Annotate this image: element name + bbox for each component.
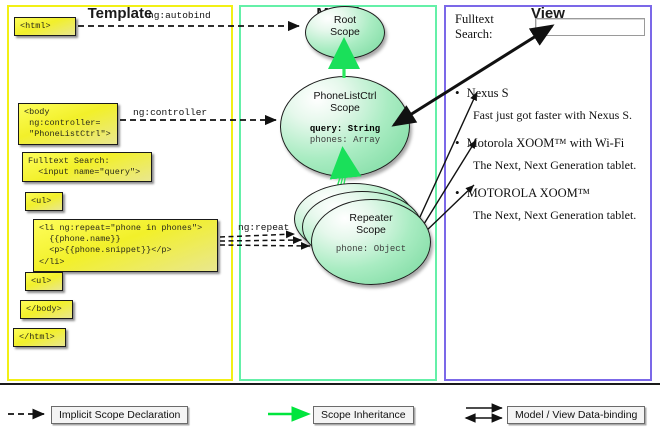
view-content: Fulltext Search: • Nexus S Fast just got…: [455, 12, 645, 223]
phonelistctrl-scope-prop-phones: phones: Array: [309, 135, 381, 146]
root-scope-title-1: Root: [333, 14, 357, 26]
view-item-name-0: Nexus S: [466, 86, 509, 100]
fulltext-search-input[interactable]: [535, 18, 645, 36]
ul-close-box: <ul>: [25, 272, 63, 292]
legend: Implicit Scope Declaration Scope Inherit…: [0, 387, 660, 435]
label-ng-autobind: ng:autobind: [148, 10, 211, 21]
column-label-view: View: [531, 5, 565, 22]
bullet-icon: •: [455, 85, 460, 100]
bullet-icon: •: [455, 135, 460, 150]
legend-model-view-data-binding: Model / View Data-binding: [507, 406, 646, 424]
repeater-scope-prop-phone: phone: Object: [335, 244, 407, 255]
bullet-icon: •: [455, 185, 460, 200]
root-scope: Root Scope: [305, 6, 385, 59]
view-item-name-row-1: • Motorola XOOM™ with Wi-Fi: [455, 136, 645, 151]
label-ng-repeat: ng:repeat: [238, 222, 290, 233]
phonelistctrl-scope-title-2: Scope: [330, 102, 360, 115]
fulltext-search-box: Fulltext Search: <input name="query">: [22, 152, 152, 183]
view-list-item-0: • Nexus S Fast just got faster with Nexu…: [455, 86, 645, 123]
repeater-scope: Repeater Scope phone: Object: [311, 199, 431, 285]
view-search-row: Fulltext Search:: [455, 12, 645, 42]
li-repeat-box: <li ng:repeat="phone in phones"> {{phone…: [33, 219, 218, 272]
phonelistctrl-scope-title-1: PhoneListCtrl: [313, 90, 377, 102]
body-box: <body ng:controller= "PhoneListCtrl">: [18, 103, 118, 145]
column-label-template: Template: [87, 5, 153, 22]
view-item-name-2: MOTOROLA XOOM™: [466, 186, 591, 200]
view-search-label: Fulltext Search:: [455, 12, 494, 41]
legend-implicit-scope-declaration: Implicit Scope Declaration: [51, 406, 189, 424]
view-item-name-1: Motorola XOOM™ with Wi-Fi: [466, 136, 625, 150]
body-close-box: </body>: [20, 300, 73, 320]
view-list-item-1: • Motorola XOOM™ with Wi-Fi The Next, Ne…: [455, 136, 645, 173]
ul-open-box: <ul>: [25, 192, 63, 212]
html-open-box: <html>: [14, 17, 76, 37]
view-item-snippet-1: The Next, Next Generation tablet.: [473, 158, 637, 172]
html-close-box: </html>: [13, 328, 66, 348]
view-item-name-row-0: • Nexus S: [455, 86, 645, 101]
view-list-item-2: • MOTOROLA XOOM™ The Next, Next Generati…: [455, 186, 645, 223]
label-ng-controller: ng:controller: [133, 107, 208, 118]
legend-divider: [0, 383, 660, 385]
phonelistctrl-scope-prop-query: query: String: [309, 124, 381, 135]
view-item-name-row-2: • MOTOROLA XOOM™: [455, 186, 645, 201]
repeater-scope-title-2: Scope: [356, 224, 386, 237]
view-item-snippet-2: The Next, Next Generation tablet.: [473, 208, 637, 222]
repeater-scope-title-1: Repeater: [349, 212, 393, 224]
phonelistctrl-scope: PhoneListCtrl Scope query: String phones…: [280, 76, 410, 177]
legend-scope-inheritance: Scope Inheritance: [313, 406, 414, 424]
root-scope-title-2: Scope: [330, 26, 360, 39]
view-item-snippet-0: Fast just got faster with Nexus S.: [473, 108, 632, 122]
